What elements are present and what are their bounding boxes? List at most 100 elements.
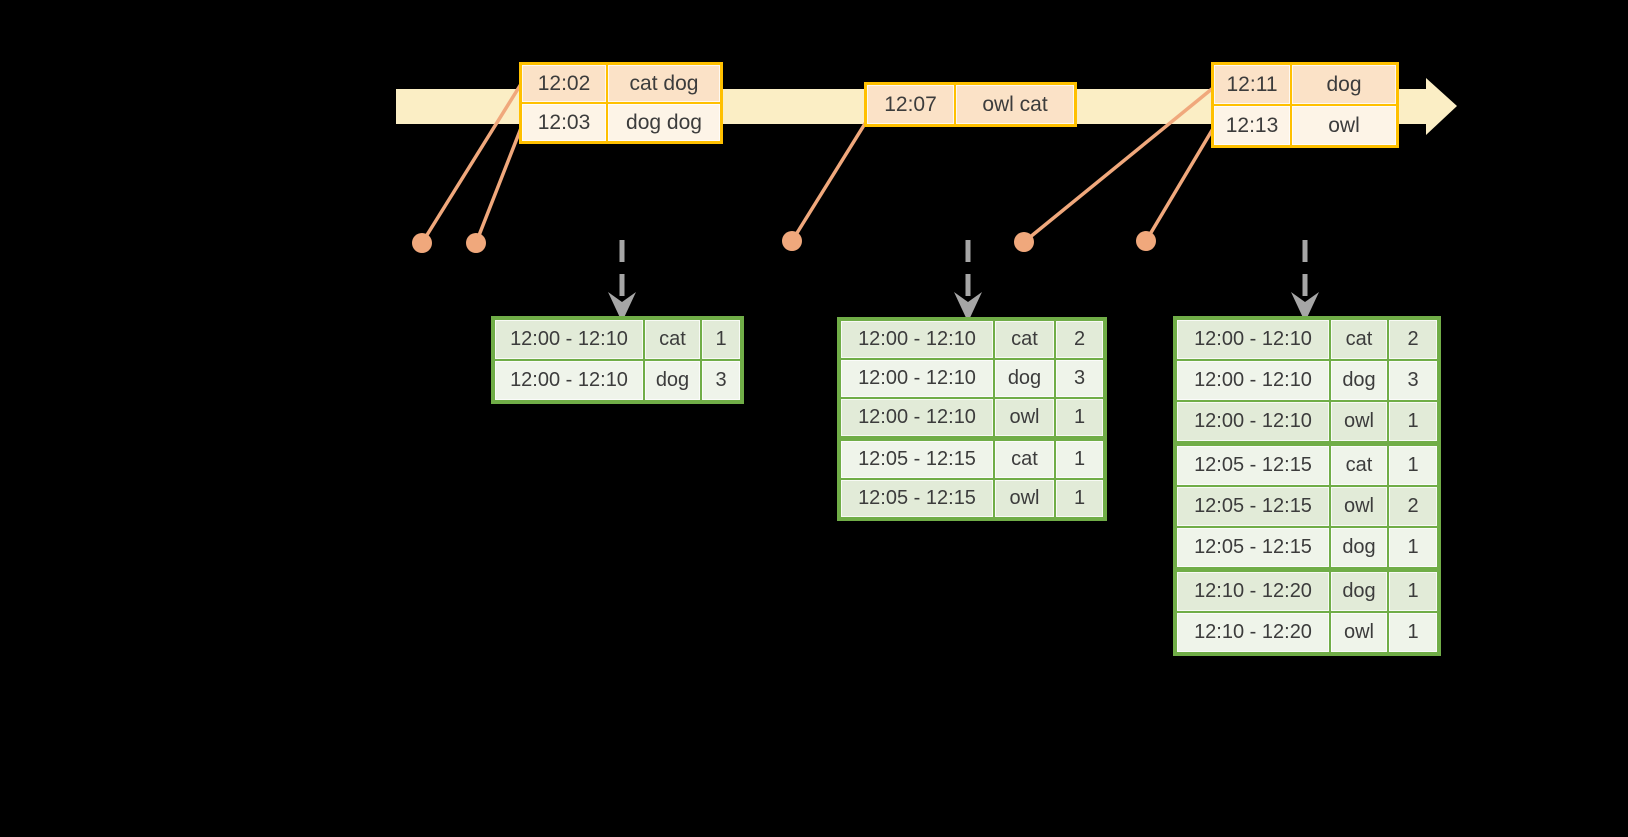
arrow-down-icon: [608, 292, 636, 322]
event-dot: [412, 233, 432, 253]
word-cell: cat: [993, 441, 1054, 478]
time-cell: 12:11: [1214, 65, 1290, 104]
window-cell: 12:00 - 12:10: [841, 321, 993, 358]
time-cell: 12:07: [867, 85, 954, 124]
word-cell: dog: [1329, 528, 1387, 567]
count-cell: 3: [700, 361, 740, 400]
count-cell: 2: [1387, 320, 1437, 359]
window-cell: 12:05 - 12:15: [1177, 487, 1329, 526]
window-cell: 12:10 - 12:20: [1177, 613, 1329, 652]
count-cell: 1: [1387, 528, 1437, 567]
word-cell: dog: [1329, 361, 1387, 400]
window-cell: 12:05 - 12:15: [841, 480, 993, 517]
window-cell: 12:10 - 12:20: [1177, 572, 1329, 611]
count-cell: 3: [1387, 361, 1437, 400]
window-cell: 12:00 - 12:10: [495, 361, 643, 400]
event-connector-lines: [420, 83, 1216, 244]
word-cell: dog: [993, 360, 1054, 397]
count-cell: 1: [1054, 399, 1103, 436]
trigger-arrowheads: [608, 292, 1319, 322]
count-cell: 1: [1387, 572, 1437, 611]
window-cell: 12:00 - 12:10: [841, 399, 993, 436]
arrow-down-icon: [954, 292, 982, 322]
arrow-down-icon: [1291, 292, 1319, 322]
window-cell: 12:00 - 12:10: [1177, 361, 1329, 400]
word-cell: owl: [1329, 487, 1387, 526]
count-cell: 2: [1054, 321, 1103, 358]
window-cell: 12:05 - 12:15: [841, 441, 993, 478]
words-cell: owl: [1290, 106, 1396, 145]
event-connector-line: [1144, 126, 1216, 242]
count-cell: 1: [1054, 441, 1103, 478]
word-cell: owl: [993, 480, 1054, 517]
time-cell: 12:13: [1214, 106, 1290, 145]
event-connector-line: [1022, 86, 1215, 244]
event-connector-line: [474, 122, 525, 244]
trigger-arrow-lines: [619, 240, 1308, 296]
count-cell: 1: [1387, 402, 1437, 441]
count-cell: 1: [700, 320, 740, 359]
window-cell: 12:00 - 12:10: [1177, 402, 1329, 441]
time-cell: 12:02: [522, 65, 606, 102]
window-cell: 12:05 - 12:15: [1177, 528, 1329, 567]
word-cell: cat: [643, 320, 700, 359]
time-cell: 12:03: [522, 104, 606, 141]
count-cell: 2: [1387, 487, 1437, 526]
words-cell: cat dog: [606, 65, 720, 102]
word-cell: owl: [1329, 613, 1387, 652]
word-cell: dog: [1329, 572, 1387, 611]
event-connector-line: [790, 121, 868, 242]
word-cell: cat: [1329, 320, 1387, 359]
word-cell: owl: [993, 399, 1054, 436]
event-dot: [1014, 232, 1034, 252]
count-cell: 3: [1054, 360, 1103, 397]
words-cell: dog dog: [606, 104, 720, 141]
words-cell: dog: [1290, 65, 1396, 104]
word-cell: cat: [993, 321, 1054, 358]
words-cell: owl cat: [954, 85, 1074, 124]
event-dots: [412, 231, 1156, 253]
word-cell: dog: [643, 361, 700, 400]
word-cell: cat: [1329, 446, 1387, 485]
window-cell: 12:05 - 12:15: [1177, 446, 1329, 485]
count-cell: 1: [1054, 480, 1103, 517]
count-cell: 1: [1387, 446, 1437, 485]
window-cell: 12:00 - 12:10: [841, 360, 993, 397]
event-connector-line: [420, 83, 523, 244]
event-dot: [466, 233, 486, 253]
event-dot: [1136, 231, 1156, 251]
timeline-arrowhead-icon: [1426, 78, 1457, 135]
window-cell: 12:00 - 12:10: [1177, 320, 1329, 359]
count-cell: 1: [1387, 613, 1437, 652]
word-cell: owl: [1329, 402, 1387, 441]
window-cell: 12:00 - 12:10: [495, 320, 643, 359]
event-dot: [782, 231, 802, 251]
